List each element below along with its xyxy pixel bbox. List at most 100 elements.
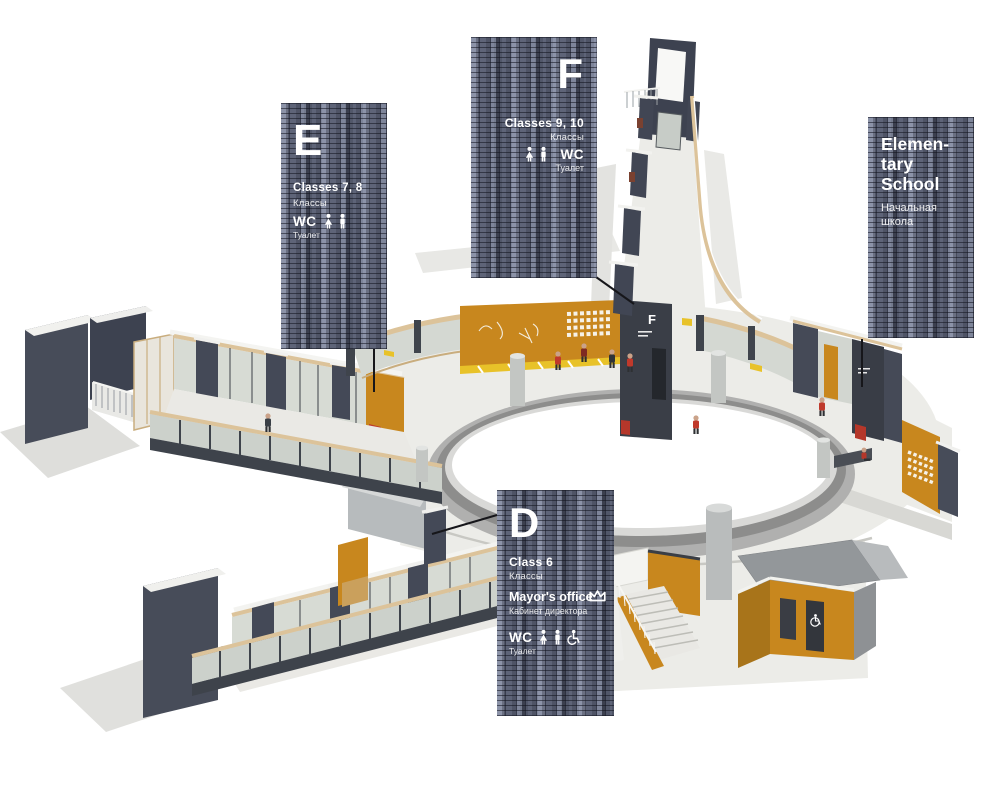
wc-icons [538,629,581,646]
pictogram-wall-block: F [460,300,672,440]
brick-tower [90,306,146,400]
roof-trim [789,315,903,349]
wing-letter: E [293,116,324,165]
stair-steps [623,591,699,649]
brick-pier [332,365,350,420]
person [581,343,587,362]
orange-door [824,344,838,400]
column [416,448,428,482]
leader-line-f [595,276,635,305]
stair-balusters [618,585,656,655]
column-top [817,437,830,443]
column [706,508,732,600]
glass-door [655,111,683,151]
d-wing [143,505,553,718]
pier-cap [421,505,449,514]
wing-title-ru: Классы [509,571,543,582]
glass-wall [192,566,552,684]
column [510,356,525,406]
wood-rail [231,539,526,617]
leader-lines [373,276,863,535]
person [819,397,825,416]
brick-pier [622,208,641,256]
wood-rail [690,95,762,324]
glass-mullions [219,574,521,677]
mayors-office-label: Mayor's office [509,590,593,604]
wing-letter: F [557,50,584,97]
yellow-floor-marks [384,318,762,372]
pier-cap [193,336,221,345]
pier-cap [633,94,659,100]
red-locker [855,424,866,441]
column-top [510,353,525,359]
wheelchair-icon [567,629,580,645]
tower-cap [90,306,153,323]
wood-rail [191,562,553,658]
wood-cabinet [342,576,368,607]
male-icon [555,629,560,645]
male-icon [541,146,546,162]
yellow-floor-mark [682,318,692,326]
brick-pier [424,509,446,565]
window [780,598,796,640]
panel-f: F Classes 9, 10 Классы WC Туалет [471,37,597,278]
brick-pier [613,264,634,316]
person [609,349,615,368]
pier-cap [263,349,289,357]
wing-title: Classes 7, 8 [293,182,363,194]
pier-cap [608,260,639,267]
dark-sign-wall [852,339,884,441]
person [265,413,271,432]
wc-icons [524,146,549,163]
balustrade-post [414,320,421,353]
person [627,353,633,372]
wood-rail [792,319,903,351]
wall-top-edge [647,549,701,561]
leader-line-d [431,514,498,535]
door [652,348,666,400]
wc-label-ru: Туалет [555,163,584,173]
wing-title: Classes 9, 10 [504,116,584,130]
wc-label-ru: Туалет [509,646,536,656]
yellow-floor-mark [750,363,762,372]
elementary-title-ru1: Начальная [881,202,937,214]
elementary-title-ru2: школа [881,216,914,228]
stair-block [600,547,701,670]
female-icon [539,629,548,645]
wc-label-ru: Туалет [293,230,320,240]
column-top [416,445,428,451]
balustrade-post [696,315,704,351]
person-sitting [861,447,871,461]
red-locker [621,420,630,435]
column-top [711,350,726,356]
ramp-rail [92,381,142,397]
orange-wall [738,580,770,668]
wing-title-ru: Классы [293,198,327,209]
orange-pictogram-wall [460,300,620,372]
panel-elementary: Elemen- tary School Начальная школа [868,117,974,338]
orange-stringer [616,595,664,670]
brick-pier [630,152,648,198]
pier-cap [249,598,277,608]
glass-wall [150,414,442,492]
rail-highlight [693,97,763,320]
tower-cap [143,568,226,592]
pier-cap [617,204,646,211]
wall-drawings [478,321,539,344]
female-icon [525,146,534,162]
wing-letter: D [509,499,541,546]
pier-cap [935,440,961,453]
tower-opening [655,48,686,102]
wood-rail [149,410,443,468]
brick-tower [25,315,88,444]
pegboard [907,450,935,485]
left-piers [608,94,659,316]
wc-label: WC [560,147,584,162]
brick-pier [266,353,286,411]
wall-trim [737,576,771,594]
panel-d: D Class 6 Классы Mayor's office Кабинет … [497,490,614,716]
panel-e: E Classes 7, 8 Классы WC Туалет [281,103,387,349]
sign-text-line [638,331,652,333]
tower-cap [25,315,97,336]
